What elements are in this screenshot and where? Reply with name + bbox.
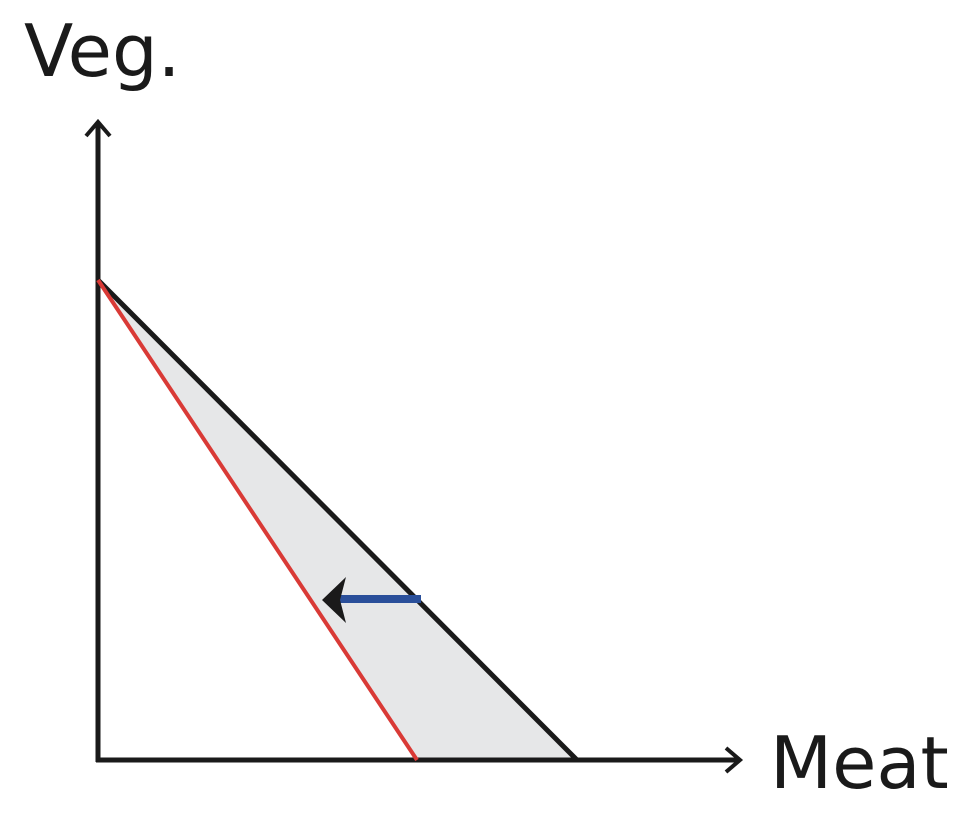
new-budget-line xyxy=(96,278,419,762)
x-axis-arrowhead xyxy=(724,746,744,774)
shift-arrow-head xyxy=(322,577,346,623)
y-axis-arrowhead xyxy=(84,118,112,138)
y-axis-label: Veg. xyxy=(24,9,181,93)
x-axis-label: Meat xyxy=(770,721,949,805)
original-budget-line xyxy=(96,278,579,762)
